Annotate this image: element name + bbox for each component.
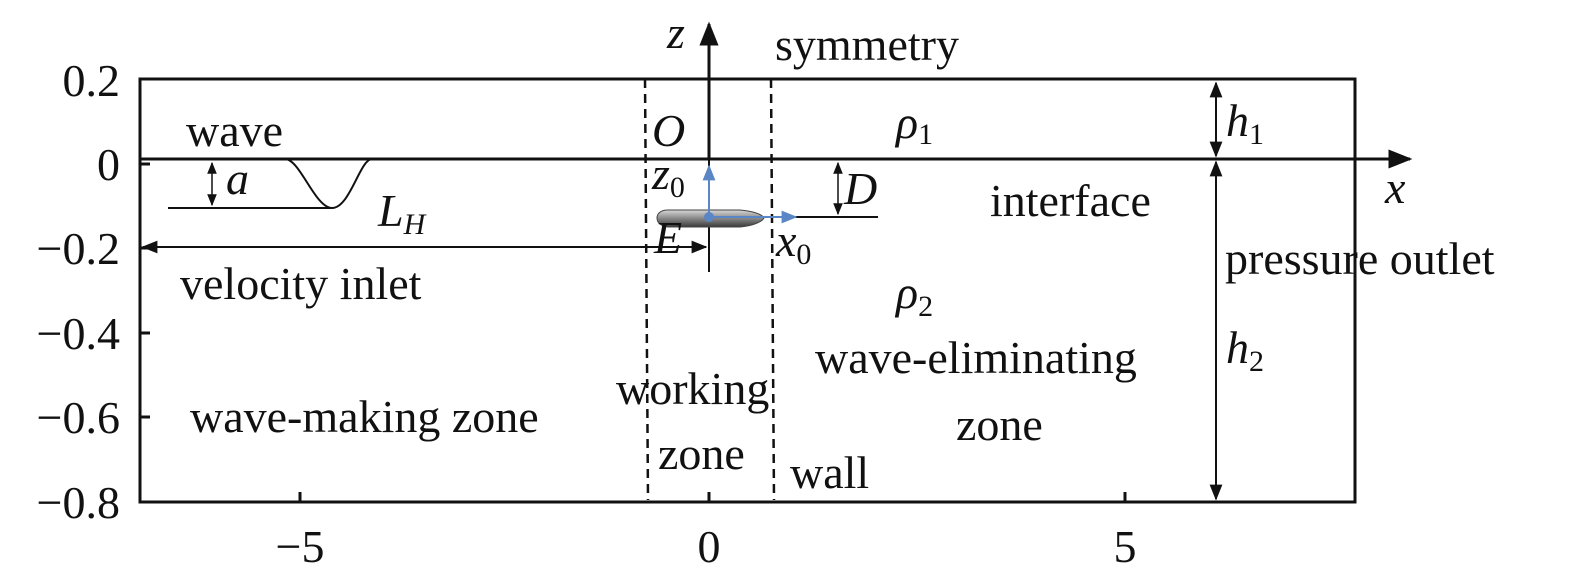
wall-label: wall [790, 447, 869, 498]
origin-label: O [652, 105, 685, 156]
z-axis-label: z [666, 7, 685, 58]
pressure-outlet-label: pressure outlet [1225, 233, 1495, 284]
h1-symbol: h [1226, 95, 1249, 146]
wave-label: wave [186, 105, 283, 156]
rho2-label: ρ2 [894, 267, 933, 323]
x-tick-label: 5 [1114, 521, 1137, 572]
working-zone-label-line1: working [616, 363, 769, 414]
wave-eliminating-label-line2: zone [956, 399, 1043, 450]
wave-eliminating-label-line1: wave-eliminating [815, 332, 1137, 383]
h2-label: h2 [1226, 322, 1264, 378]
y-tick-label: 0.2 [63, 55, 121, 106]
LH-symbol: L [377, 185, 404, 236]
y-tick-label: −0.6 [37, 392, 120, 443]
h2-subscript: 2 [1249, 345, 1264, 378]
y-tick-label: −0.8 [37, 477, 120, 528]
D-label: D [843, 163, 877, 214]
velocity-inlet-label: velocity inlet [180, 258, 422, 309]
x-tick-label: 0 [698, 521, 721, 572]
x-axis-ticks [298, 492, 1127, 502]
y-tick-label: −0.4 [37, 308, 120, 359]
rho1-subscript: 1 [918, 118, 933, 151]
domain-frame [138, 77, 1357, 504]
LH-subscript: H [403, 208, 428, 241]
x-tick-labels: −5 0 5 [276, 521, 1137, 572]
x-tick-label: −5 [276, 521, 325, 572]
LH-label: LH [377, 185, 428, 241]
rho1-label: ρ1 [894, 97, 933, 151]
rho2-symbol: ρ [894, 267, 918, 318]
symmetry-label: symmetry [775, 19, 959, 70]
x0-symbol: x [775, 215, 797, 266]
rho2-subscript: 2 [918, 290, 933, 323]
x0-label: x0 [775, 215, 811, 271]
working-zone-right-boundary [769, 78, 776, 501]
working-zone-left-boundary [643, 78, 650, 501]
y-tick-labels: 0.2 0 −0.2 −0.4 −0.6 −0.8 [37, 55, 120, 528]
z0-label: z0 [651, 148, 685, 204]
wave-profile [140, 158, 373, 210]
E-label: E [653, 212, 682, 263]
interface-label: interface [990, 175, 1151, 226]
working-zone-label-line2: zone [658, 428, 745, 479]
x-axis-label: x [1384, 162, 1406, 213]
rho1-symbol: ρ [894, 97, 918, 148]
wave-making-zone-label: wave-making zone [190, 391, 539, 442]
y-tick-label: −0.2 [37, 223, 120, 274]
h2-symbol: h [1226, 322, 1249, 373]
a-label: a [226, 153, 249, 204]
z0-subscript: 0 [670, 171, 685, 204]
h1-label: h1 [1226, 95, 1264, 151]
z0-symbol: z [651, 148, 670, 199]
h1-subscript: 1 [1249, 118, 1264, 151]
y-tick-label: 0 [97, 139, 120, 190]
x0-subscript: 0 [796, 238, 811, 271]
